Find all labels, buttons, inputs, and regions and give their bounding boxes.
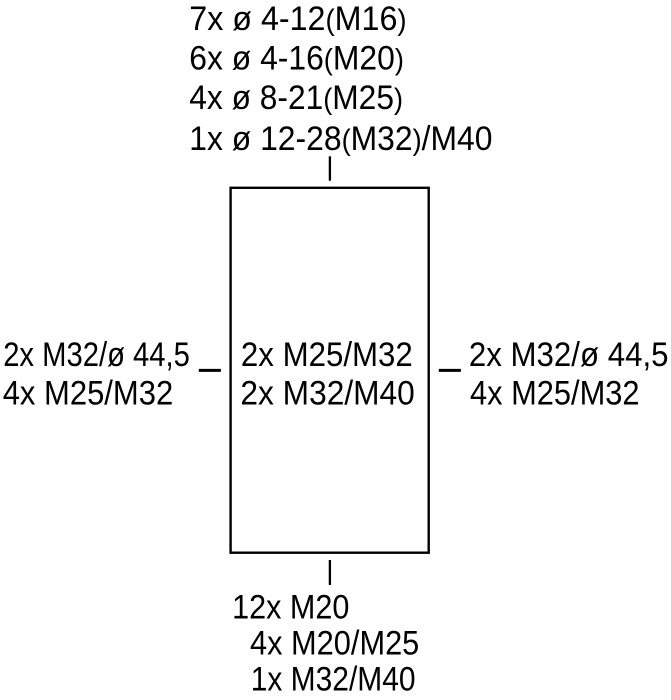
svg-text:4x M20/M25: 4x M20/M25 bbox=[250, 624, 419, 662]
svg-text:1x M32/M40: 1x M32/M40 bbox=[251, 661, 416, 699]
svg-text:4x M25/M32: 4x M25/M32 bbox=[470, 375, 640, 413]
svg-text:2x M32/ø 44,5: 2x M32/ø 44,5 bbox=[469, 336, 669, 374]
svg-text:6x ø 4-16(M20): 6x ø 4-16(M20) bbox=[189, 40, 404, 78]
svg-text:12x M20: 12x M20 bbox=[232, 589, 349, 627]
svg-text:2x M32/M40: 2x M32/M40 bbox=[240, 375, 414, 413]
svg-text:7x ø 4-12(M16): 7x ø 4-12(M16) bbox=[189, 0, 406, 38]
svg-text:2x M32/ø 44,5: 2x M32/ø 44,5 bbox=[3, 336, 190, 374]
svg-text:1x ø 12-28(M32)/M40: 1x ø 12-28(M32)/M40 bbox=[189, 120, 492, 158]
svg-text:2x M25/M32: 2x M25/M32 bbox=[241, 336, 413, 374]
svg-text:4x M25/M32: 4x M25/M32 bbox=[3, 375, 174, 413]
svg-text:4x ø 8-21(M25): 4x ø 8-21(M25) bbox=[189, 79, 403, 117]
